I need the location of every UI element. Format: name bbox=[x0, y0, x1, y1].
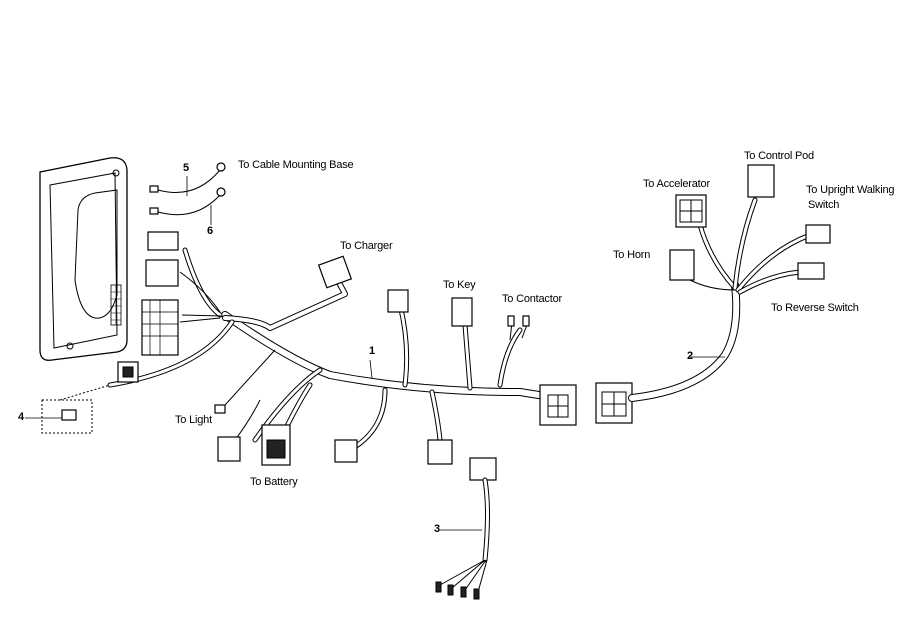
connectors bbox=[117, 231, 633, 481]
label-key: To Key bbox=[443, 279, 476, 291]
callout-3: 3 bbox=[434, 523, 441, 535]
tiller-harness bbox=[628, 164, 831, 402]
label-accelerator: To Accelerator bbox=[643, 178, 710, 190]
label-upright-walking-switch-line2: Switch bbox=[808, 199, 840, 211]
label-light: To Light bbox=[175, 414, 212, 426]
callout-2: 2 bbox=[687, 350, 694, 362]
callout-5: 5 bbox=[183, 162, 190, 174]
controller-unit bbox=[39, 157, 128, 361]
callout-4: 4 bbox=[18, 411, 25, 423]
callout-6: 6 bbox=[207, 225, 214, 237]
label-contactor: To Contactor bbox=[502, 293, 562, 305]
label-reverse-switch: To Reverse Switch bbox=[771, 302, 859, 314]
label-control-pod: To Control Pod bbox=[744, 150, 814, 162]
label-upright-walking-switch: To Upright Walking bbox=[806, 184, 895, 196]
label-charger: To Charger bbox=[340, 240, 393, 252]
pigtail-harness bbox=[435, 477, 490, 600]
label-cable-mounting-base: To Cable Mounting Base bbox=[238, 159, 354, 171]
label-battery: To Battery bbox=[250, 476, 298, 488]
callout-1: 1 bbox=[369, 345, 376, 357]
label-horn: To Horn bbox=[613, 249, 651, 261]
ground-cables bbox=[149, 162, 226, 225]
